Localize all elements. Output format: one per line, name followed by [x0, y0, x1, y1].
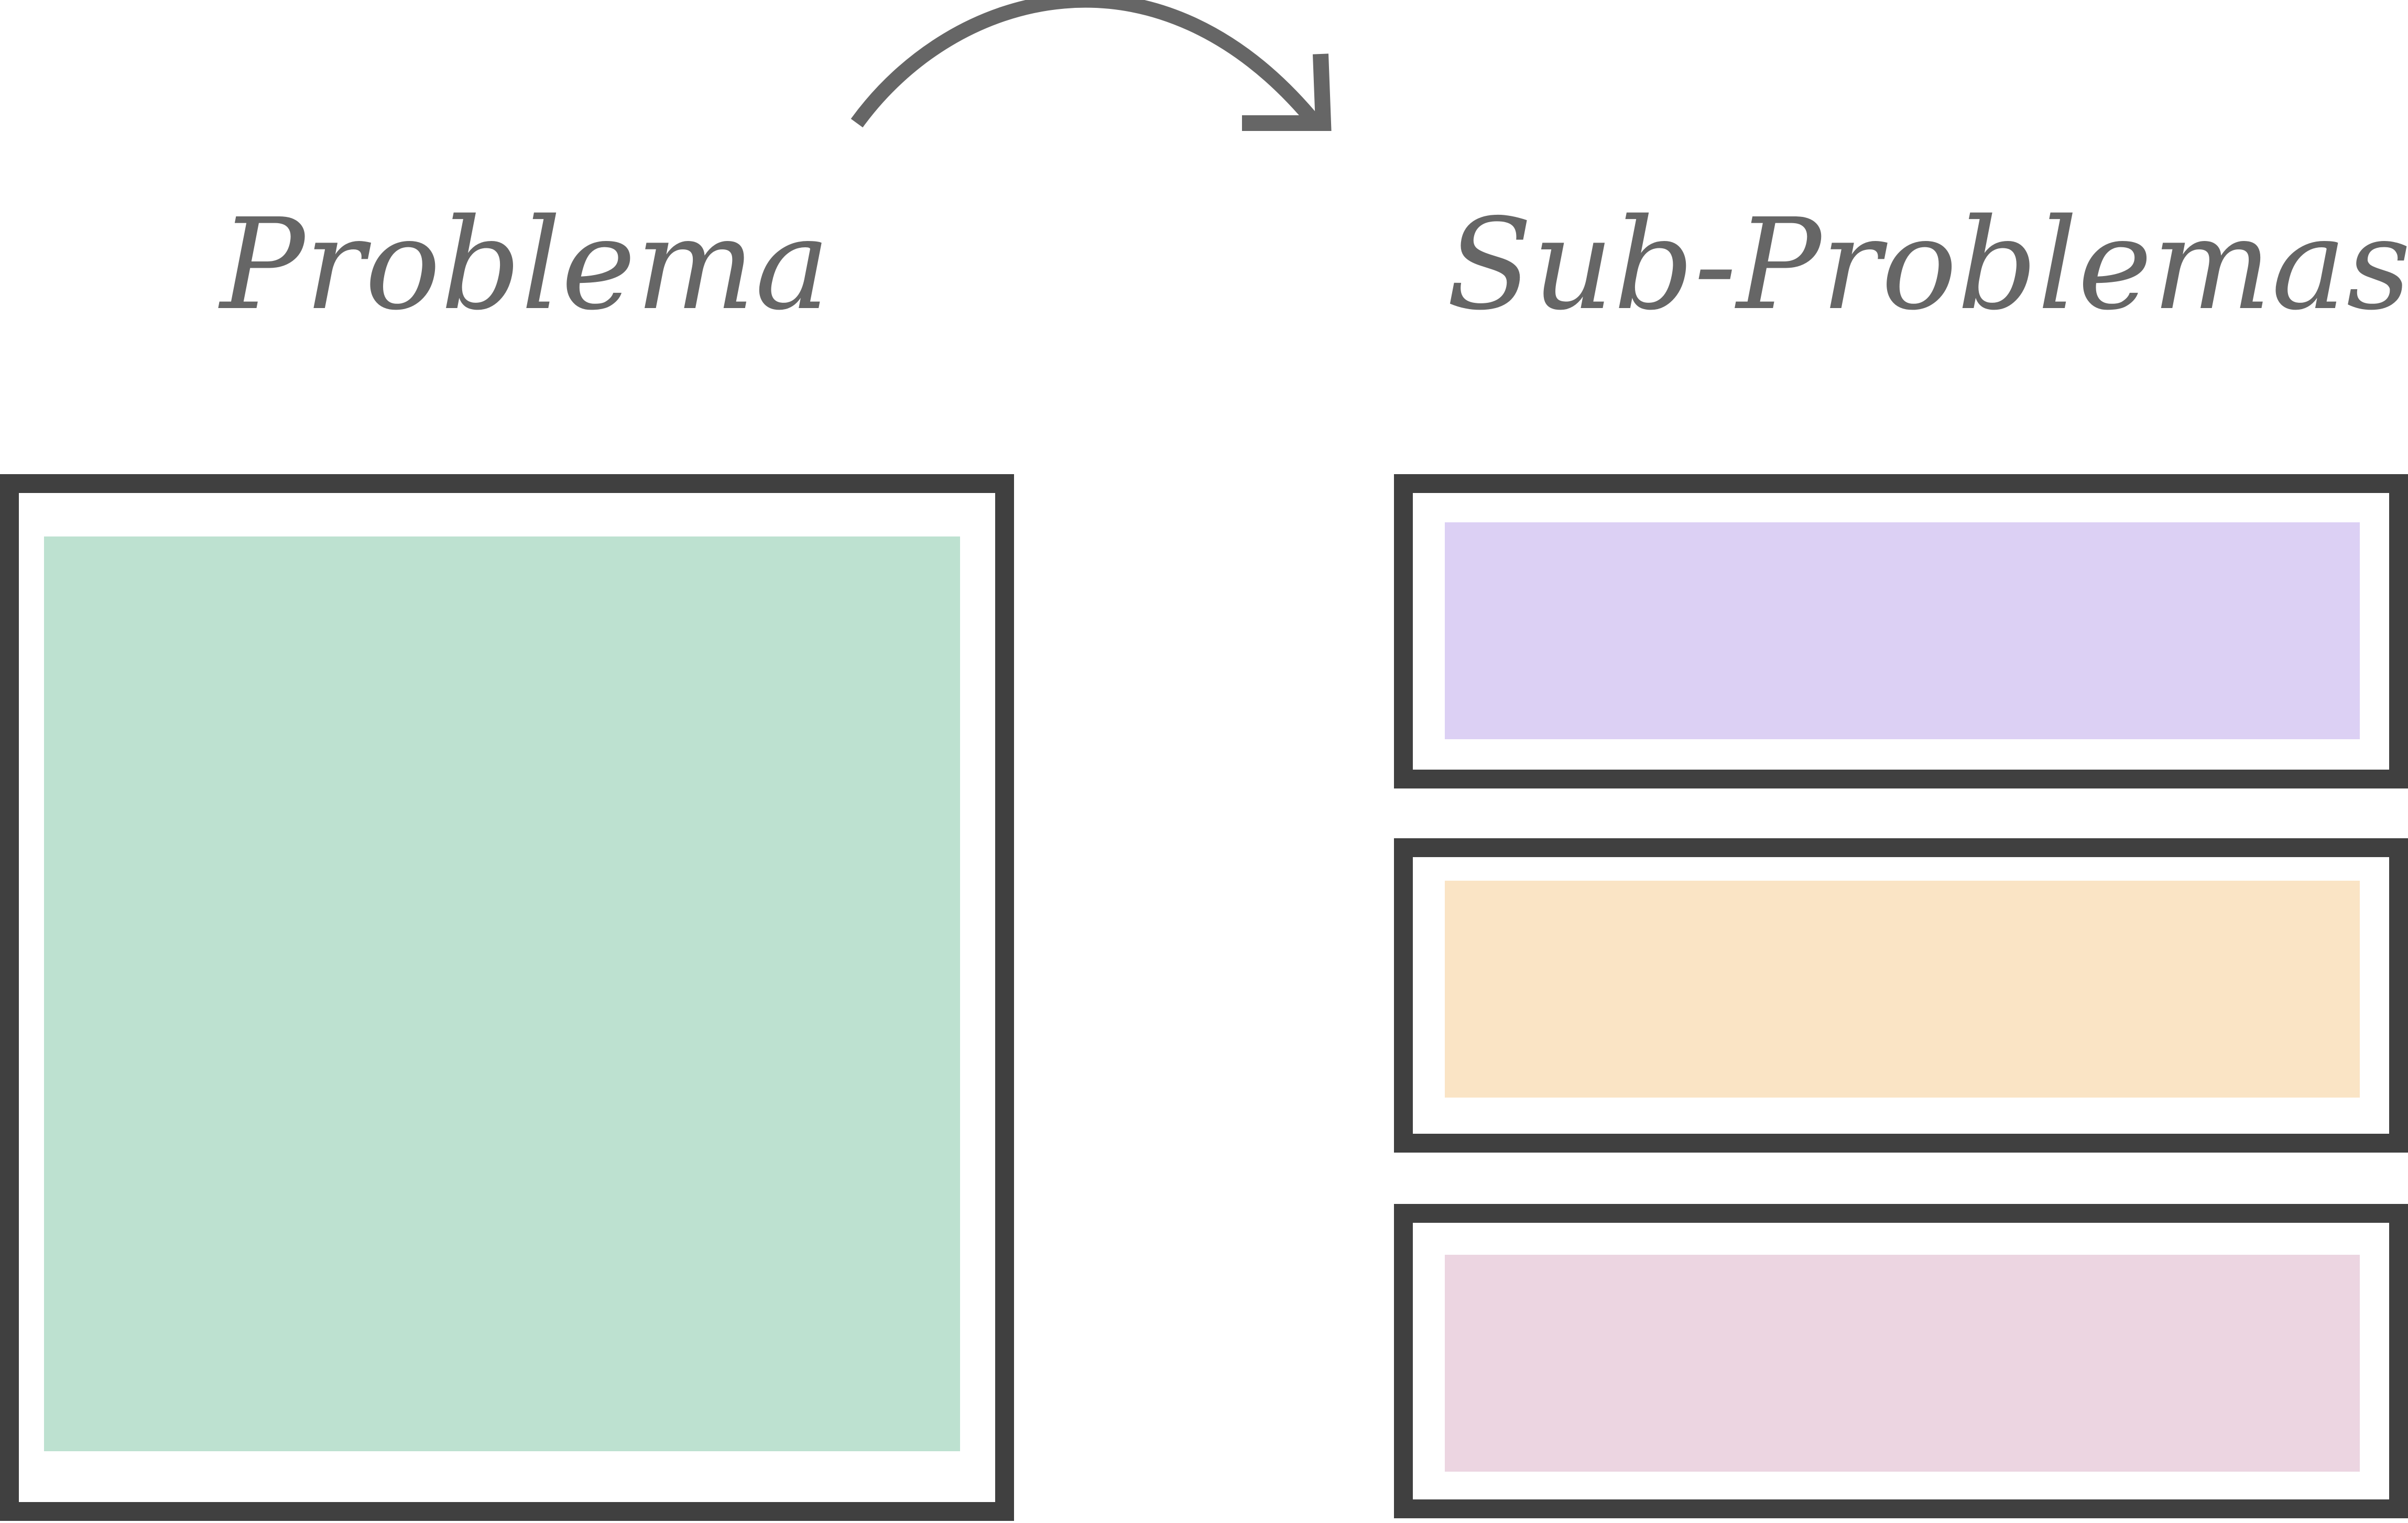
- subproblem-area-3: [1445, 1255, 2360, 1472]
- subproblem-area-1: [1445, 522, 2360, 739]
- problem-label: Problema: [220, 191, 830, 338]
- subproblems-label: Sub-Problemas: [1446, 191, 2408, 338]
- subproblem-area-2: [1445, 881, 2360, 1098]
- problem-area: [44, 536, 960, 1451]
